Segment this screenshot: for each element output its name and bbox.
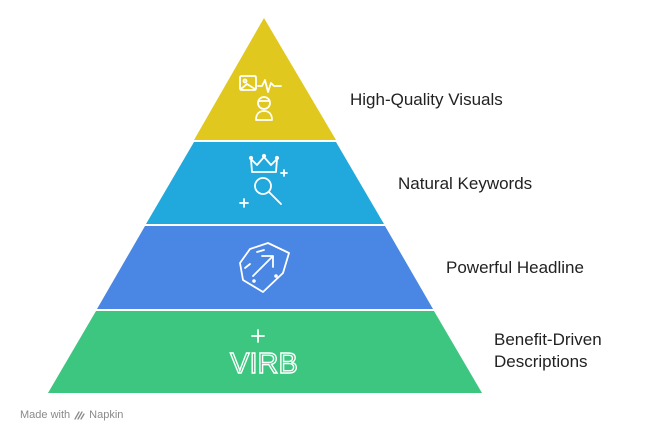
tier-3-shape — [97, 226, 433, 309]
tag-arrow-icon — [239, 242, 290, 293]
crown-magnifier-icon — [239, 153, 288, 208]
tier-2-label: Natural Keywords — [398, 174, 533, 193]
tier-4-label-line2: Descriptions — [494, 352, 588, 371]
made-with-text: Made with — [20, 409, 71, 421]
virb-text-icon: VIRB — [229, 329, 299, 381]
tier-1-label: High-Quality Visuals — [350, 90, 503, 109]
napkin-brand-text: Napkin — [89, 409, 124, 421]
tier-1-shape — [194, 18, 336, 140]
tier-2-shape — [146, 142, 384, 224]
svg-text:VIRB: VIRB — [230, 348, 298, 380]
tier-4-label-line1: Benefit-Driven — [494, 330, 602, 349]
made-with-napkin-footer[interactable]: Made with Napkin — [20, 409, 123, 421]
tier-4-label: Benefit-Driven Descriptions — [494, 329, 602, 373]
napkin-logo-icon — [74, 410, 85, 420]
tier-3-label: Powerful Headline — [446, 258, 584, 277]
image-audio-avatar-icon — [239, 75, 282, 121]
tier-4-shape — [48, 311, 482, 393]
